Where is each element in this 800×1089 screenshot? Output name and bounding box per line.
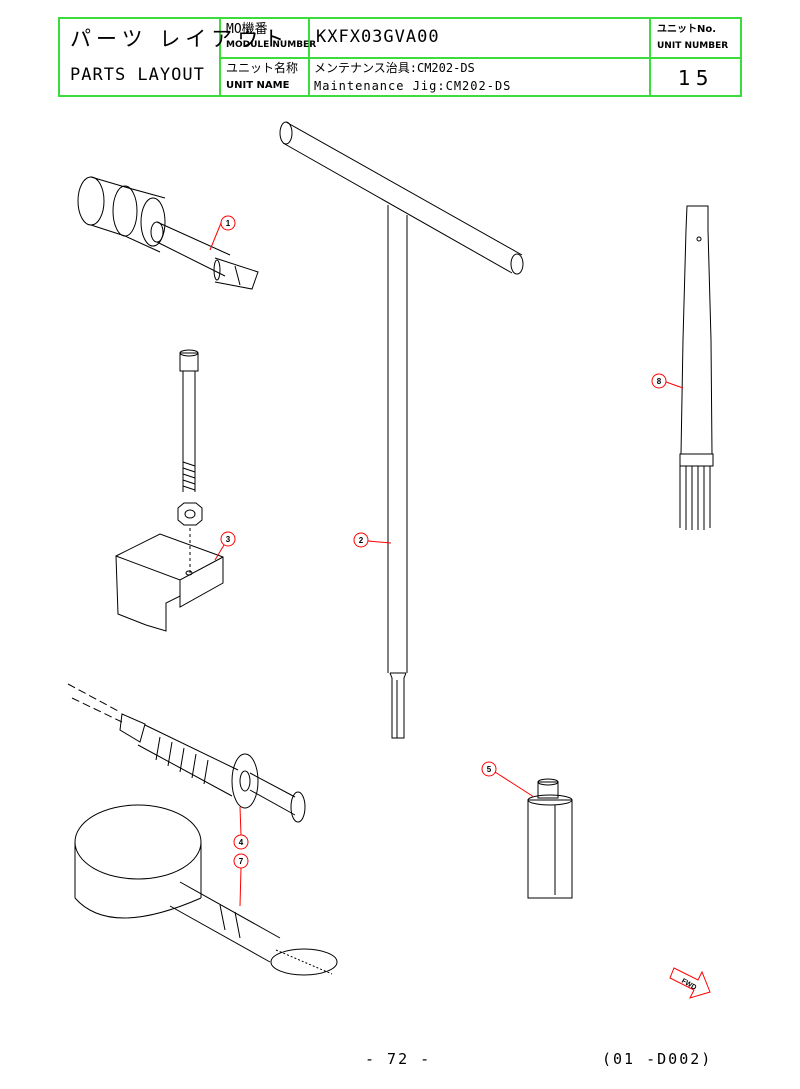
leader-4	[239, 806, 242, 836]
part-5-bottle	[527, 778, 573, 899]
part-7-cup-brush	[74, 804, 338, 976]
callout-2	[353, 532, 369, 548]
callout-label-2: 2	[359, 536, 364, 545]
fwd-label: FWD	[680, 978, 697, 992]
divider	[219, 57, 740, 59]
unit-name-en: Maintenance Jig:CM202-DS	[314, 79, 512, 93]
parts-layout-en: PARTS LAYOUT	[70, 65, 205, 85]
part-3-block-bolt	[115, 349, 224, 632]
module-number: KXFX03GVA00	[316, 27, 440, 47]
callout-5	[481, 761, 497, 777]
leader-5	[494, 771, 535, 798]
unit-name-label-jp: ユニット名称	[226, 61, 299, 75]
title-block: パーツ レイアウト PARTS LAYOUT MO機番 MODULE NUMBE…	[58, 17, 742, 97]
mo-label-jp: MO機番	[226, 22, 268, 37]
part-8-brush	[679, 205, 714, 530]
leader-7	[239, 867, 242, 907]
callout-label-3: 3	[226, 535, 231, 544]
leader-2	[367, 540, 392, 544]
callout-3	[220, 531, 236, 547]
fwd-arrow: FWD	[669, 967, 711, 999]
unit-name-jp: メンテナンス治具:CM202-DS	[314, 61, 475, 75]
callout-label-8: 8	[657, 377, 662, 386]
parts-layout-jp: パーツ レイアウト	[70, 27, 290, 51]
mo-label-en: MODULE NUMBER	[226, 40, 317, 50]
callout-label-4: 4	[239, 838, 244, 847]
unit-name-label-en: UNIT NAME	[226, 80, 290, 91]
part-2-t-handle	[279, 121, 524, 739]
leader-3	[214, 544, 225, 561]
unit-no-label-en: UNIT NUMBER	[657, 41, 729, 51]
leader-1	[209, 222, 222, 251]
part-4-grip-tool	[67, 683, 306, 823]
callout-label-7: 7	[239, 857, 244, 866]
part-1-cylinder-tool	[77, 176, 259, 290]
leader-8	[665, 381, 684, 389]
callout-8	[651, 373, 667, 389]
callouts	[209, 215, 684, 907]
page-number: - 72 -	[365, 1050, 432, 1068]
unit-no-label-jp: ユニットNo.	[657, 24, 717, 35]
callout-label-5: 5	[487, 765, 492, 774]
unit-number: 15	[678, 66, 714, 90]
callout-label-1: 1	[226, 219, 231, 228]
document-code: (01 -D002)	[602, 1050, 713, 1068]
